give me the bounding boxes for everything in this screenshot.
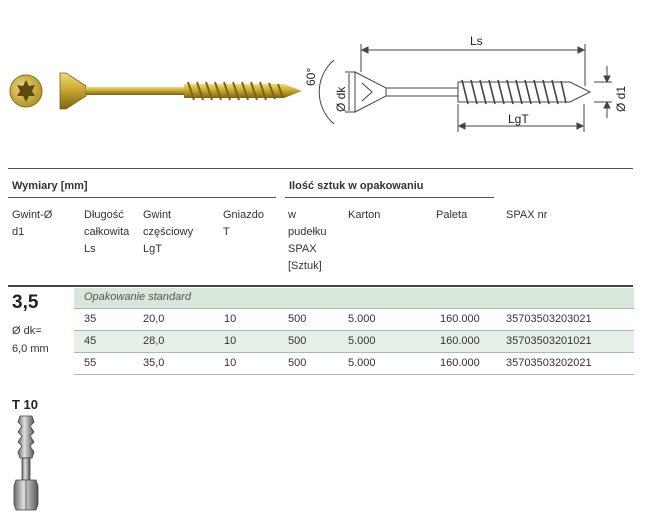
angle-label: 60° <box>304 67 318 86</box>
dimensions-header: Wymiary [mm] <box>12 180 88 192</box>
cell-drive: 10 <box>224 357 237 369</box>
column-header-pallet: Paleta <box>436 209 468 221</box>
cell-pallet: 160.000 <box>440 357 480 369</box>
ls-dimension-label: Ls <box>470 34 483 48</box>
screw-head-top-view <box>9 74 43 108</box>
cell-drive: 10 <box>224 335 237 347</box>
dimensions-header-rule <box>8 197 276 198</box>
cell-lgt: 20,0 <box>143 313 165 325</box>
bit-label: T 10 <box>12 397 39 412</box>
cell-carton: 5.000 <box>348 357 376 369</box>
table-row: 35 20,0 10 500 5.000 160.000 35703503203… <box>74 309 634 331</box>
dk-dimension-label: Ø dk <box>334 86 348 112</box>
product-table: Opakowanie standard 35 20,0 10 500 5.000… <box>74 288 634 375</box>
technical-drawing <box>318 44 612 132</box>
packaging-row: Opakowanie standard <box>74 288 634 309</box>
thread-size: 3,5 <box>12 292 39 313</box>
cell-ls: 45 <box>84 335 97 347</box>
quantity-header-rule <box>285 197 494 198</box>
packaging-label: Opakowanie standard <box>84 291 192 303</box>
cell-box: 500 <box>288 357 307 369</box>
cell-box: 500 <box>288 335 307 347</box>
cell-pallet: 160.000 <box>440 313 480 325</box>
lgt-dimension-label: LgT <box>508 112 529 126</box>
cell-box: 500 <box>288 313 307 325</box>
cell-ls: 35 <box>84 313 97 325</box>
cell-spax-nr: 35703503201021 <box>506 335 592 347</box>
cell-lgt: 35,0 <box>143 357 165 369</box>
d1-dimension-label: Ø d1 <box>614 85 628 112</box>
cell-carton: 5.000 <box>348 313 376 325</box>
cell-pallet: 160.000 <box>440 335 480 347</box>
quantity-header: Ilość sztuk w opakowaniu <box>289 180 424 192</box>
table-row: 55 35,0 10 500 5.000 160.000 35703503202… <box>74 353 634 375</box>
torx-bit-icon <box>13 415 39 511</box>
cell-spax-nr: 35703503203021 <box>506 313 592 325</box>
cell-ls: 55 <box>84 357 97 369</box>
cell-carton: 5.000 <box>348 335 376 347</box>
cell-lgt: 28,0 <box>143 335 165 347</box>
product-image-area: Ls LgT 60° Ø dk Ø d1 <box>0 0 645 160</box>
header-bottom-divider <box>8 285 633 287</box>
cell-spax-nr: 35703503202021 <box>506 357 592 369</box>
table-row: 45 28,0 10 500 5.000 160.000 35703503201… <box>74 331 634 353</box>
top-divider <box>8 168 633 169</box>
head-diameter: Ø dk=6,0 mm <box>12 325 49 355</box>
column-header-carton: Karton <box>348 209 381 221</box>
cell-drive: 10 <box>224 313 237 325</box>
column-header-spax-nr: SPAX nr <box>506 209 548 221</box>
screw-illustration <box>9 44 612 132</box>
screw-side-view <box>59 72 302 110</box>
